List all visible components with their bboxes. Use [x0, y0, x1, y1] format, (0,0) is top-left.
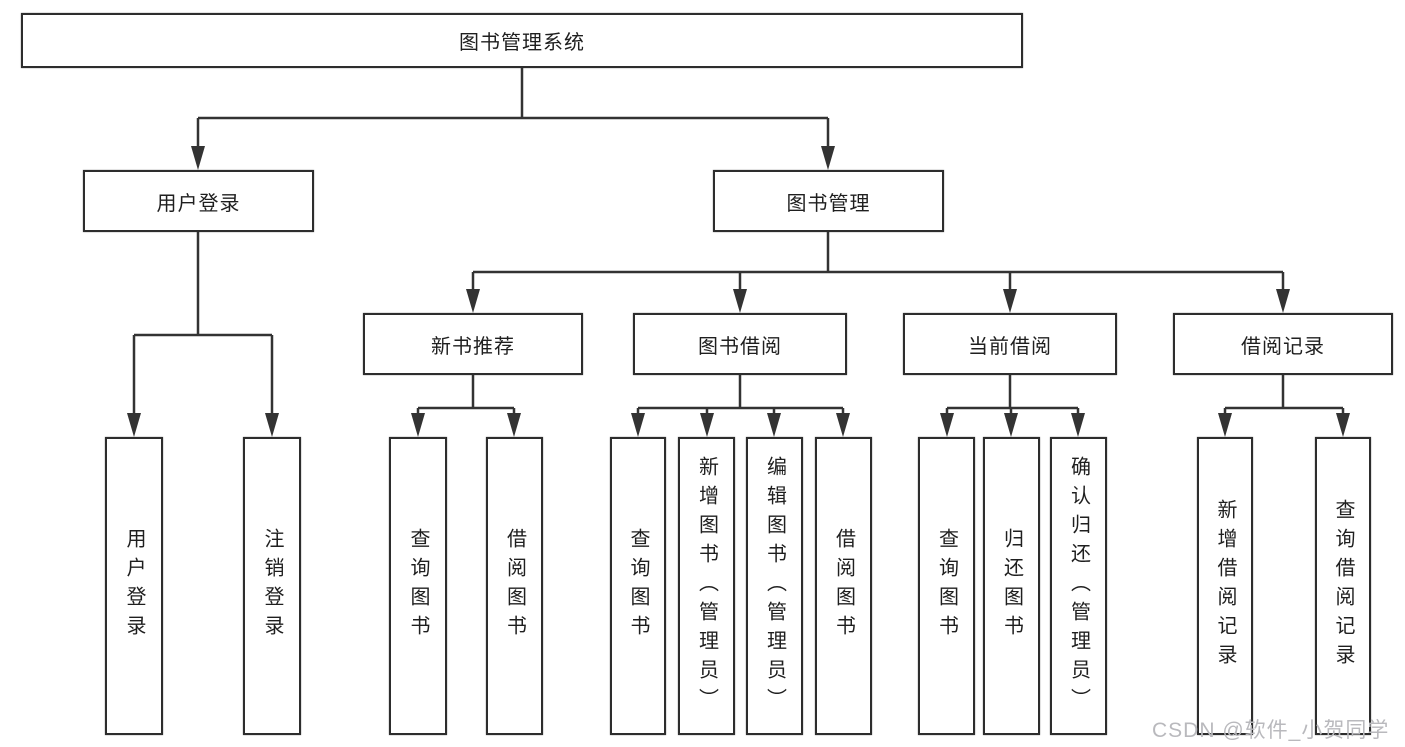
node-leaf-newbooks-borrow-label: 借阅图书: [503, 528, 526, 644]
node-leaf-borrow-edit-label: 编辑图书（管理员）: [763, 455, 786, 717]
node-book-management: 图书管理: [713, 170, 944, 232]
node-leaf-current-confirm: 确认归还（管理员）: [1050, 437, 1107, 735]
node-leaf-current-query: 查询图书: [918, 437, 975, 735]
node-leaf-logout: 注销登录: [243, 437, 301, 735]
node-leaf-current-return: 归还图书: [983, 437, 1040, 735]
node-leaf-records-query-label: 查询借阅记录: [1332, 499, 1354, 673]
node-leaf-current-confirm-label: 确认归还（管理员）: [1067, 455, 1090, 717]
node-leaf-borrow-add: 新增图书（管理员）: [678, 437, 735, 735]
node-leaf-user-login-label: 用户登录: [123, 528, 145, 644]
node-leaf-current-query-label: 查询图书: [935, 528, 958, 644]
node-leaf-logout-label: 注销登录: [261, 528, 283, 644]
node-leaf-user-login: 用户登录: [105, 437, 163, 735]
node-leaf-borrow-query-label: 查询图书: [627, 528, 649, 644]
node-leaf-current-return-label: 归还图书: [1000, 528, 1023, 644]
node-leaf-records-add-label: 新增借阅记录: [1214, 499, 1236, 673]
node-user-login-label: 用户登录: [156, 192, 241, 215]
node-root: 图书管理系统: [21, 13, 1023, 68]
node-user-login: 用户登录: [83, 170, 314, 232]
node-borrowing-records-label: 借阅记录: [1241, 335, 1325, 358]
node-leaf-newbooks-query-label: 查询图书: [407, 528, 429, 644]
node-current-borrowing: 当前借阅: [903, 313, 1117, 375]
node-current-borrowing-label: 当前借阅: [968, 335, 1052, 358]
node-new-book-recommend-label: 新书推荐: [431, 335, 515, 358]
node-leaf-records-add: 新增借阅记录: [1197, 437, 1253, 735]
node-leaf-newbooks-borrow: 借阅图书: [486, 437, 543, 735]
node-root-label: 图书管理系统: [459, 32, 585, 54]
arrowhead-icons: [127, 146, 1350, 437]
node-leaf-borrow-borrow: 借阅图书: [815, 437, 872, 735]
node-leaf-borrow-add-label: 新增图书（管理员）: [695, 455, 718, 717]
node-book-borrowing: 图书借阅: [633, 313, 847, 375]
node-book-management-label: 图书管理: [786, 192, 871, 215]
node-new-book-recommend: 新书推荐: [363, 313, 583, 375]
node-leaf-borrow-query: 查询图书: [610, 437, 666, 735]
node-leaf-borrow-edit: 编辑图书（管理员）: [746, 437, 803, 735]
node-book-borrowing-label: 图书借阅: [698, 335, 782, 358]
node-leaf-borrow-borrow-label: 借阅图书: [832, 528, 855, 644]
node-leaf-newbooks-query: 查询图书: [389, 437, 447, 735]
node-leaf-records-query: 查询借阅记录: [1315, 437, 1371, 735]
csdn-watermark: CSDN @软件_小贺同学: [1152, 719, 1390, 742]
node-borrowing-records: 借阅记录: [1173, 313, 1393, 375]
